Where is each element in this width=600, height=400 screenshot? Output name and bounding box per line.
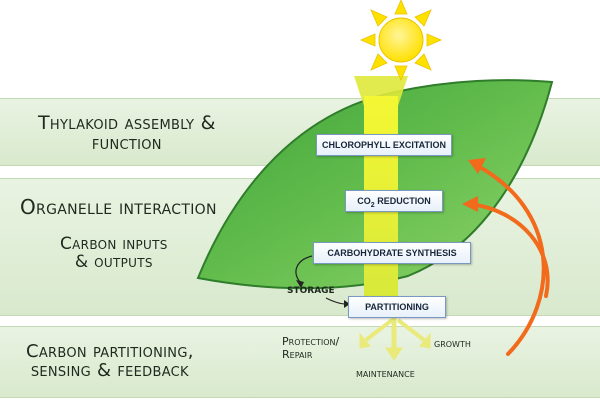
step-partitioning: PARTITIONING xyxy=(348,296,446,318)
band-partitioning xyxy=(0,326,600,398)
label-carbon-io: Carbon inputs & outputs xyxy=(60,234,168,272)
storage-arrow-icon xyxy=(295,255,350,308)
co2-subscript: 2 xyxy=(370,201,375,209)
label-protection-repair: Protection/ Repair xyxy=(282,335,340,361)
label-thylakoid: Thylakoid assembly & function xyxy=(38,112,216,154)
sun-icon xyxy=(359,0,443,82)
label-storage: STORAGE xyxy=(287,286,335,296)
label-maintenance: maintenance xyxy=(356,367,415,380)
co2-prefix: CO xyxy=(357,196,371,206)
label-carbon-io-line2: & outputs xyxy=(74,251,153,272)
label-protection-line2: Repair xyxy=(282,347,313,361)
step-co2-reduction: CO2 REDUCTION xyxy=(345,190,443,212)
step-carbohydrate-synthesis: CARBOHYDRATE SYNTHESIS xyxy=(313,242,471,264)
label-partitioning-line2: sensing & feedback xyxy=(30,359,189,381)
label-thylakoid-line1: Thylakoid assembly & xyxy=(38,112,216,134)
label-growth: growth xyxy=(434,337,471,350)
feedback-arrow-icon xyxy=(462,158,550,356)
step-chlorophyll-excitation: CHLOROPHYLL EXCITATION xyxy=(316,134,452,156)
label-partitioning-line1: Carbon partitioning, xyxy=(26,341,194,362)
label-partitioning: Carbon partitioning, sensing & feedback xyxy=(26,341,194,381)
label-protection-line1: Protection/ xyxy=(282,335,340,348)
label-carbon-io-line1: Carbon inputs xyxy=(60,234,168,254)
label-thylakoid-line2: function xyxy=(91,131,162,154)
output-arrows-icon xyxy=(359,318,431,361)
label-organelle: Organelle interaction xyxy=(20,195,217,219)
co2-suffix: REDUCTION xyxy=(374,196,431,206)
